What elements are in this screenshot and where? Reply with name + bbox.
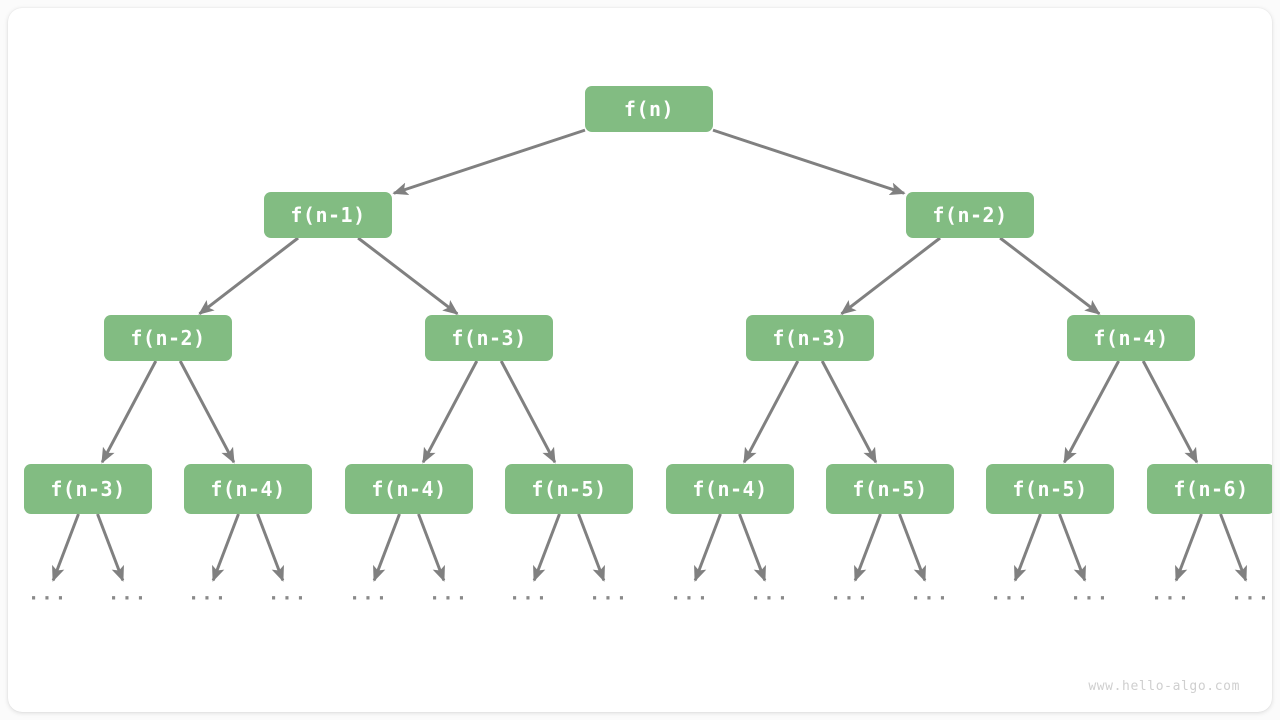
tree-edge xyxy=(840,236,941,315)
tree-node: f(n-3) xyxy=(24,464,152,514)
tree-edge xyxy=(1058,513,1087,582)
tree-edge xyxy=(1219,513,1248,582)
ellipsis-marker: ... xyxy=(348,582,390,605)
watermark: www.hello-algo.com xyxy=(1088,679,1240,694)
tree-edge xyxy=(421,360,479,464)
tree-edge xyxy=(1063,360,1120,464)
ellipsis-marker: ... xyxy=(749,582,791,605)
ellipsis-marker: ... xyxy=(27,582,69,605)
tree-edge xyxy=(198,236,299,315)
ellipsis-marker: ... xyxy=(107,582,149,605)
tree-node: f(n-4) xyxy=(345,464,473,514)
tree-edge xyxy=(577,513,606,582)
ellipsis-marker: ... xyxy=(669,582,711,605)
tree-edge xyxy=(417,513,446,582)
ellipsis-marker: ... xyxy=(508,582,550,605)
tree-edge xyxy=(898,513,927,582)
tree-edge xyxy=(100,360,158,464)
tree-edge xyxy=(712,128,906,196)
ellipsis-marker: ... xyxy=(267,582,309,605)
tree-edge xyxy=(357,236,459,315)
tree-node: f(n-5) xyxy=(505,464,633,514)
ellipsis-marker: ... xyxy=(909,582,951,605)
tree-edge xyxy=(499,360,557,464)
tree-edge xyxy=(372,513,401,582)
tree-edge xyxy=(1013,513,1042,582)
ellipsis-marker: ... xyxy=(588,582,630,605)
tree-node: f(n-4) xyxy=(1067,315,1195,361)
tree-edge xyxy=(532,513,561,582)
tree-edge xyxy=(211,513,240,582)
ellipsis-marker: ... xyxy=(989,582,1031,605)
tree-edge xyxy=(693,513,722,582)
tree-edge xyxy=(178,360,236,464)
tree-node: f(n-4) xyxy=(666,464,794,514)
tree-edge xyxy=(742,360,800,464)
tree-edge xyxy=(853,513,882,582)
tree-edge xyxy=(820,360,878,464)
tree-edge xyxy=(96,513,125,582)
ellipsis-marker: ... xyxy=(428,582,470,605)
tree-node: f(n-2) xyxy=(104,315,232,361)
ellipsis-marker: ... xyxy=(1069,582,1111,605)
tree-node: f(n-6) xyxy=(1147,464,1272,514)
tree-node: f(n-4) xyxy=(184,464,312,514)
tree-node: f(n-5) xyxy=(826,464,954,514)
tree-node: f(n) xyxy=(585,86,713,132)
tree-edge xyxy=(1174,513,1203,582)
tree-edge xyxy=(1141,360,1199,464)
tree-edge xyxy=(392,128,586,196)
tree-node: f(n-5) xyxy=(986,464,1114,514)
tree-edge xyxy=(738,513,767,582)
ellipsis-marker: ... xyxy=(829,582,871,605)
tree-edge xyxy=(51,513,80,582)
tree-edge xyxy=(256,513,285,582)
ellipsis-marker: ... xyxy=(1150,582,1192,605)
tree-node: f(n-1) xyxy=(264,192,392,238)
ellipsis-marker: ... xyxy=(1230,582,1272,605)
tree-edge xyxy=(999,236,1101,315)
ellipsis-marker: ... xyxy=(187,582,229,605)
tree-node: f(n-2) xyxy=(906,192,1034,238)
tree-node: f(n-3) xyxy=(746,315,874,361)
tree-node: f(n-3) xyxy=(425,315,553,361)
diagram-card: f(n) f(n-1) f(n-2) f(n-2) f(n-3) f(n-3) f(n-4)… xyxy=(8,8,1272,712)
